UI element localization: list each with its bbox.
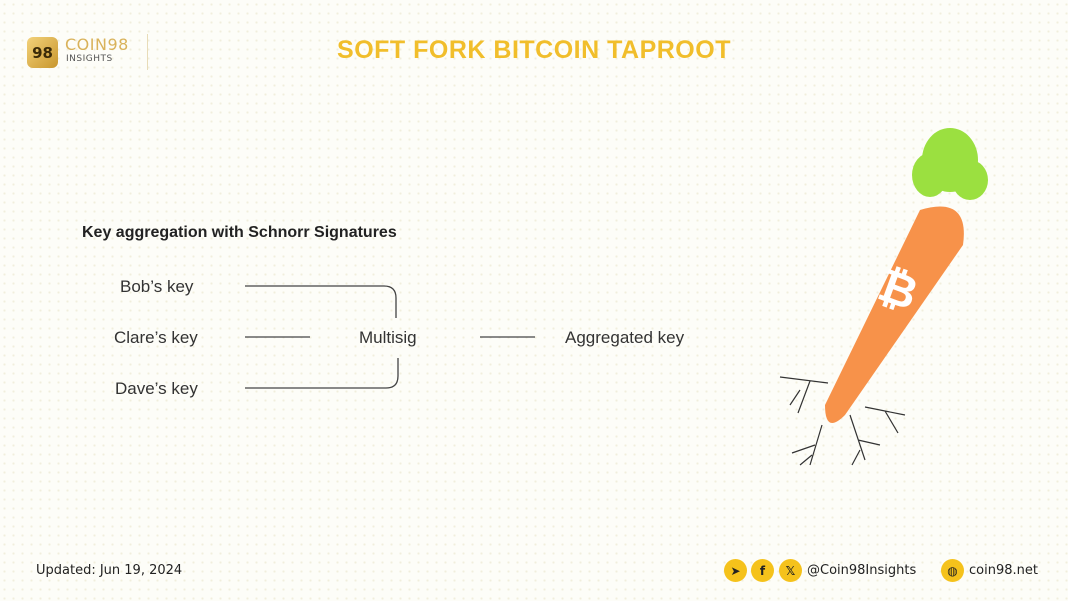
connector-dave xyxy=(245,358,399,389)
page-title: SOFT FORK BITCOIN TAPROOT xyxy=(337,36,731,64)
x-icon[interactable]: 𝕏 xyxy=(779,559,802,582)
input-dave: Dave’s key xyxy=(115,379,198,398)
globe-icon[interactable]: ◍ xyxy=(941,559,964,582)
website-link[interactable]: coin98.net xyxy=(969,563,1038,578)
updated-date: Updated: Jun 19, 2024 xyxy=(36,563,183,578)
connector-bob xyxy=(245,285,397,318)
telegram-icon[interactable]: ➤ xyxy=(724,559,747,582)
brand-sub: INSIGHTS xyxy=(66,54,113,64)
facebook-icon[interactable]: f xyxy=(751,559,774,582)
coin98-logo: 98 xyxy=(27,37,58,68)
input-clare: Clare’s key xyxy=(114,328,198,347)
aggregated-key-node: Aggregated key xyxy=(565,328,685,347)
divider xyxy=(147,34,148,70)
social-handle[interactable]: @Coin98Insights xyxy=(807,563,917,578)
input-bob: Bob’s key xyxy=(120,277,194,296)
brand-name: COIN98 xyxy=(65,35,129,54)
multisig-node: Multisig xyxy=(359,328,417,347)
diagram-heading: Key aggregation with Schnorr Signatures xyxy=(82,224,397,241)
bitcoin-carrot-icon: ₿ xyxy=(779,128,988,466)
